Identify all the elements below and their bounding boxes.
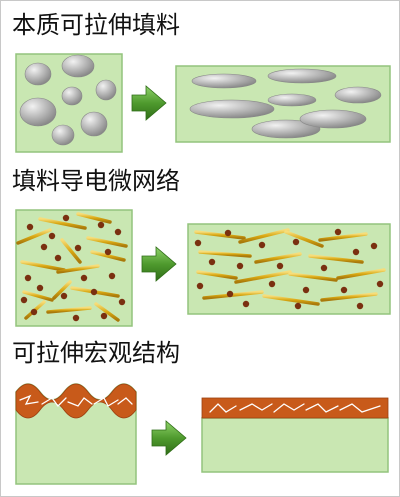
arrow-right-icon — [131, 85, 167, 121]
droplet-group-elongated — [189, 68, 382, 139]
droplet-group-round — [19, 54, 117, 146]
wavy-substrate-before — [15, 383, 137, 485]
particles-stretched — [194, 228, 384, 310]
flat-substrate-stretched — [201, 397, 389, 473]
section-title-macro-structure: 可拉伸宏观结构 — [12, 339, 180, 367]
particles-before — [20, 214, 126, 322]
section-title-conductive-network: 填料导电微网络 — [12, 167, 180, 195]
arrow-right-icon — [141, 246, 177, 282]
section-title-intrinsic-fillers: 本质可拉伸填料 — [12, 11, 180, 39]
rods-before — [16, 212, 128, 322]
rods-stretched — [194, 228, 386, 306]
arrow-right-icon — [151, 420, 187, 456]
